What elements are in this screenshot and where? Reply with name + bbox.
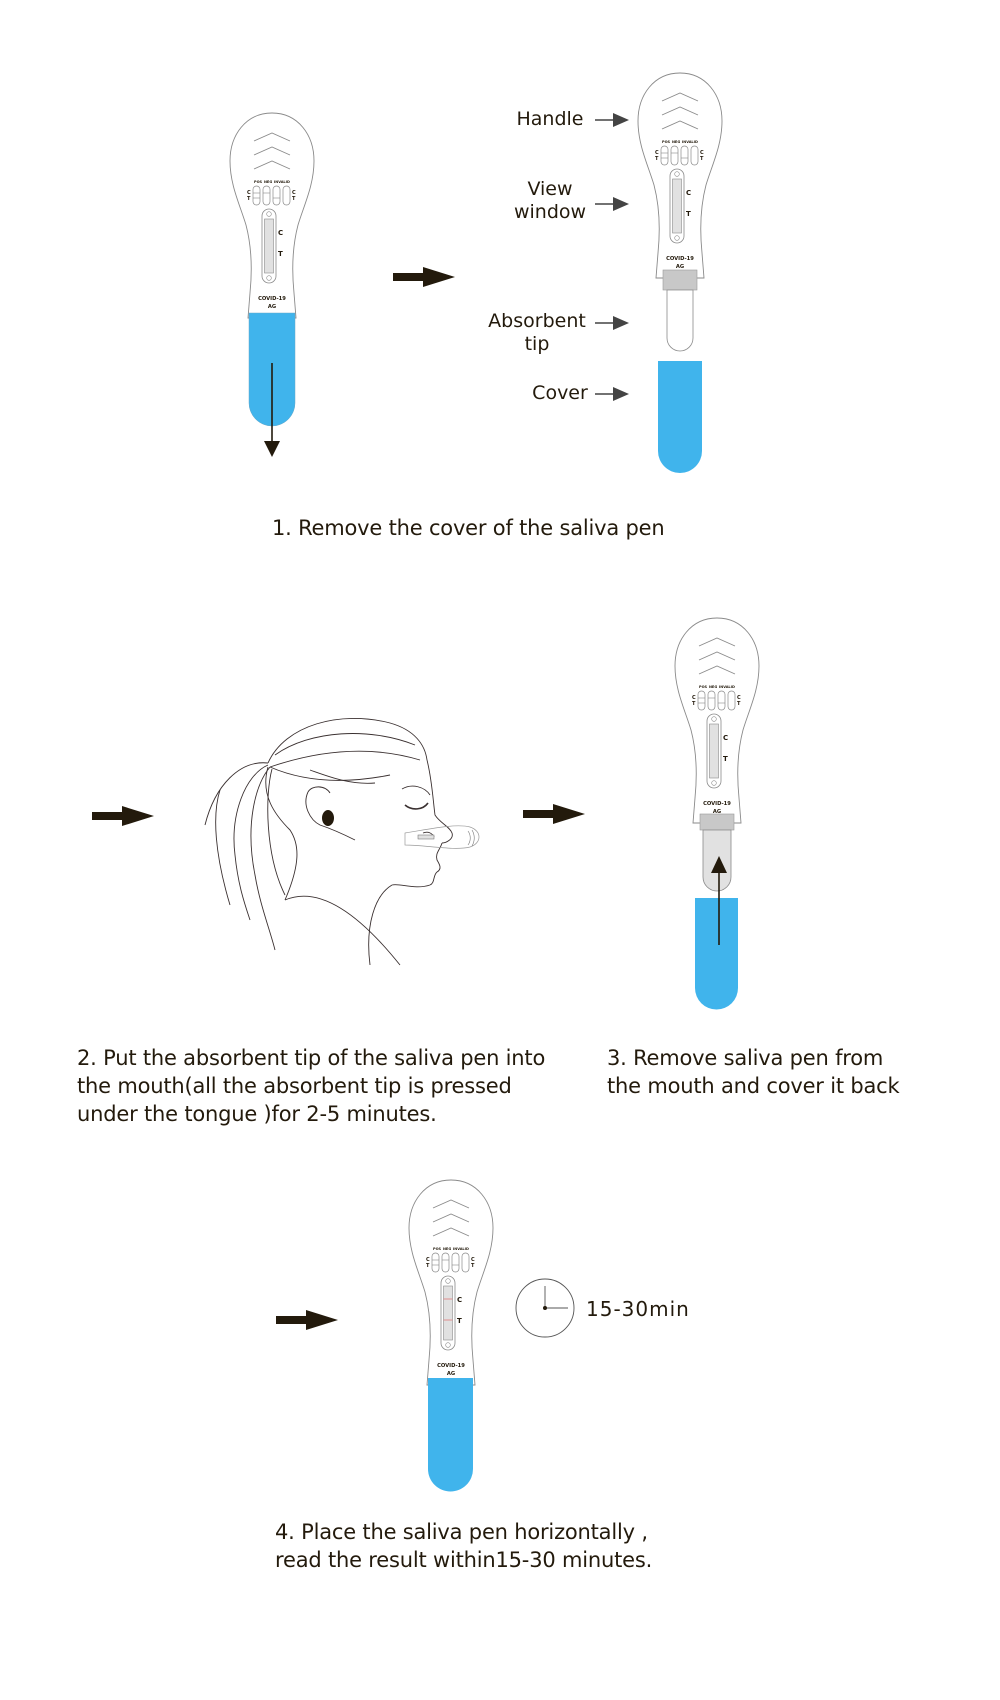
label-cover: Cover — [532, 382, 588, 404]
next-arrow-icon — [393, 267, 455, 287]
absorbent-tip — [666, 289, 694, 352]
saliva-pen-recap-illustration — [674, 617, 760, 1010]
timer-duration: 15-30min — [586, 1297, 690, 1321]
label-handle: Handle — [516, 108, 584, 130]
next-arrow-icon — [523, 804, 585, 824]
cover — [658, 361, 702, 473]
pointer-arrow-icon — [595, 316, 629, 330]
pointer-arrow-icon — [595, 387, 629, 401]
pull-down-arrow-icon — [264, 441, 280, 457]
collar — [662, 269, 698, 291]
clock-icon — [515, 1278, 575, 1338]
next-arrow-icon — [92, 806, 154, 826]
woman-profile-with-pen-illustration — [204, 717, 480, 966]
saliva-pen-exploded-illustration — [637, 72, 723, 473]
step-2-caption: 2. Put the absorbent tip of the saliva p… — [77, 1046, 546, 1126]
push-up-arrow-icon — [711, 856, 727, 873]
label-view-window: View window — [513, 178, 587, 223]
pointer-arrow-icon — [595, 113, 629, 127]
step-3-caption: 3. Remove saliva pen from the mouth and … — [607, 1046, 900, 1098]
label-absorbent-tip: Absorbent tip — [488, 310, 586, 355]
saliva-pen-reading-illustration — [408, 1179, 494, 1492]
step-4-caption: 4. Place the saliva pen horizontally , r… — [275, 1520, 653, 1572]
step-1-caption: 1. Remove the cover of the saliva pen — [272, 516, 665, 540]
saliva-pen-covered-illustration — [229, 112, 315, 457]
next-arrow-icon — [276, 1310, 338, 1330]
pointer-arrow-icon — [595, 197, 629, 211]
